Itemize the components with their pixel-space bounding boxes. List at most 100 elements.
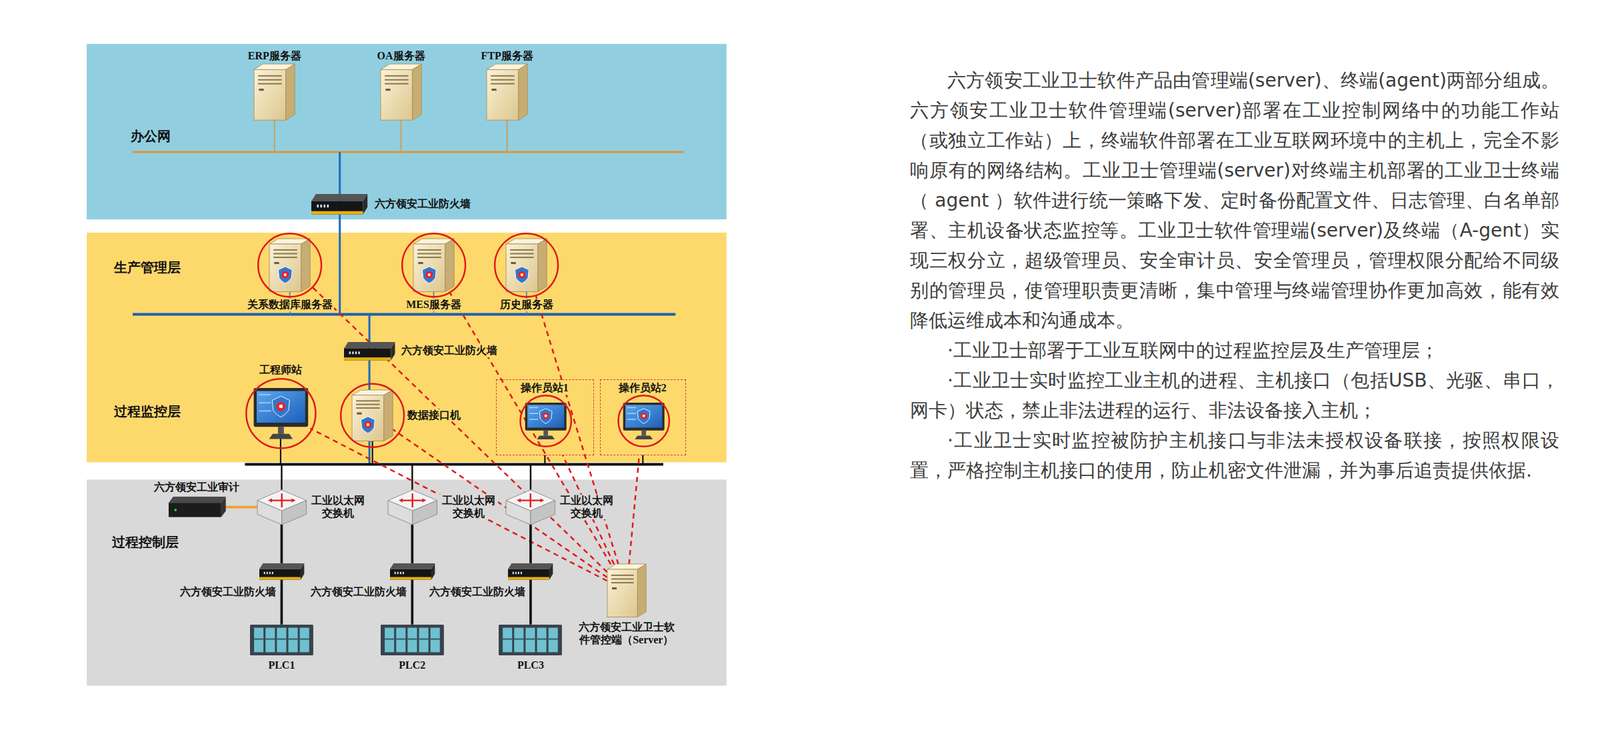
device-label: 历史服务器	[498, 298, 555, 311]
screen-line	[626, 412, 636, 414]
description-paragraph: 六方领安工业卫士软件产品由管理端(server)、终端(agent)两部分组成。…	[910, 65, 1560, 336]
firewall-light	[394, 572, 396, 574]
device-icon-group	[494, 233, 558, 297]
device-icon	[498, 624, 562, 656]
plc-module	[407, 627, 417, 652]
device-node: PLC1	[250, 624, 314, 656]
device-node: 六方领安工业审计	[168, 496, 226, 518]
plc-module	[548, 627, 558, 652]
device-label: PLC3	[516, 659, 546, 672]
shield-gear-hole	[284, 273, 287, 276]
device-node: OA服务器	[380, 64, 422, 120]
plc-module-line	[430, 638, 440, 640]
server-slot	[258, 75, 282, 77]
device-node: 工业以太网 交换机	[257, 490, 306, 525]
station-box: 操作员站2	[600, 379, 686, 455]
shield-icon	[515, 266, 530, 284]
device-label: 工程师站	[258, 364, 304, 376]
server-slot	[356, 400, 380, 402]
device-icon-group	[259, 563, 304, 580]
network-wire	[506, 120, 508, 152]
network-wire	[530, 464, 532, 490]
server-button	[356, 412, 362, 414]
shield-gear-hole	[428, 273, 431, 276]
firewall-front	[390, 568, 432, 580]
plc-module-line	[537, 638, 547, 640]
monitor-base	[634, 436, 653, 440]
network-link	[280, 579, 284, 624]
network-wire	[280, 438, 282, 464]
background-group	[86, 44, 727, 686]
monitor-base	[268, 433, 293, 439]
device-label-text: 工程师站	[259, 364, 302, 376]
audit-front	[168, 503, 222, 518]
shield-gear-hole	[366, 422, 370, 426]
shield-icon	[539, 408, 552, 424]
shield-icon	[422, 266, 436, 284]
device-label: 工业以太网 交换机	[438, 494, 498, 520]
firewall-light	[399, 572, 401, 574]
plc-module	[503, 627, 513, 652]
plc-module-line	[396, 638, 406, 640]
plc-module-line	[526, 638, 536, 640]
screen-line	[626, 407, 636, 409]
layer-band-fill	[86, 232, 727, 337]
device-icon-group	[520, 395, 572, 447]
device-label: 六方领安工业防火墙	[309, 586, 408, 598]
management-link	[449, 292, 611, 565]
device-icon	[269, 238, 310, 292]
device-icon	[168, 496, 226, 518]
firewall-light	[326, 204, 329, 208]
firewall-stripe	[508, 576, 550, 580]
device-label-text: 操作员站2	[618, 382, 667, 394]
server-side	[445, 238, 454, 292]
device-icon-group	[607, 564, 646, 618]
monitor-frame	[622, 402, 664, 431]
switch-arrows	[270, 493, 294, 508]
layer-band-fill	[86, 44, 727, 220]
plc-module	[396, 627, 406, 652]
layer-heading: 生产管理层	[114, 260, 181, 276]
device-label-text: 六方领安工业防火墙	[429, 586, 526, 598]
management-link	[629, 455, 640, 565]
plc-module	[254, 627, 264, 652]
network-wire	[544, 455, 546, 465]
network-link	[280, 524, 284, 564]
device-icon-group	[506, 490, 555, 525]
server-slot	[273, 256, 298, 258]
device-node: 历史服务器	[506, 238, 547, 292]
device-icon-group	[340, 383, 404, 447]
shield-icon	[361, 416, 376, 433]
network-wire	[132, 151, 684, 154]
firewall-front	[259, 568, 301, 580]
device-label-text: PLC2	[398, 659, 426, 672]
audit-side	[220, 496, 226, 518]
plc-module-line	[254, 638, 264, 640]
device-icon	[250, 624, 314, 656]
device-node: 六方领安工业防火墙	[508, 563, 553, 580]
firewall-front	[344, 348, 391, 360]
device-icon-group	[258, 233, 322, 297]
firewall-light	[515, 572, 517, 574]
shield-gear	[542, 412, 549, 420]
device-label: FTP服务器	[480, 50, 535, 62]
device-icon	[352, 390, 393, 442]
layer-heading: 过程控制层	[112, 534, 179, 550]
device-label-text: 工业以太网 交换机	[558, 494, 616, 520]
device-node: 工业以太网 交换机	[388, 490, 437, 525]
switch-arrowhead	[540, 498, 545, 502]
device-label-text: FTP服务器	[481, 50, 534, 62]
network-wire	[368, 314, 371, 464]
monitor-screen	[527, 404, 564, 428]
layer-band: 过程控制层六方领安工业审计工业以太网 交换机工业以太网 交换机工业以太网 交换机…	[86, 479, 727, 686]
device-node: MES服务器	[413, 238, 454, 292]
shield-icon	[637, 408, 650, 424]
network-wire	[132, 312, 676, 316]
screen-line	[258, 402, 271, 404]
server-button	[418, 262, 423, 264]
network-wire	[280, 464, 282, 490]
switch-left	[388, 500, 413, 524]
firewall-light	[323, 204, 326, 208]
agent-ring	[340, 383, 404, 447]
device-label-text: 工业以太网 交换机	[440, 494, 497, 520]
